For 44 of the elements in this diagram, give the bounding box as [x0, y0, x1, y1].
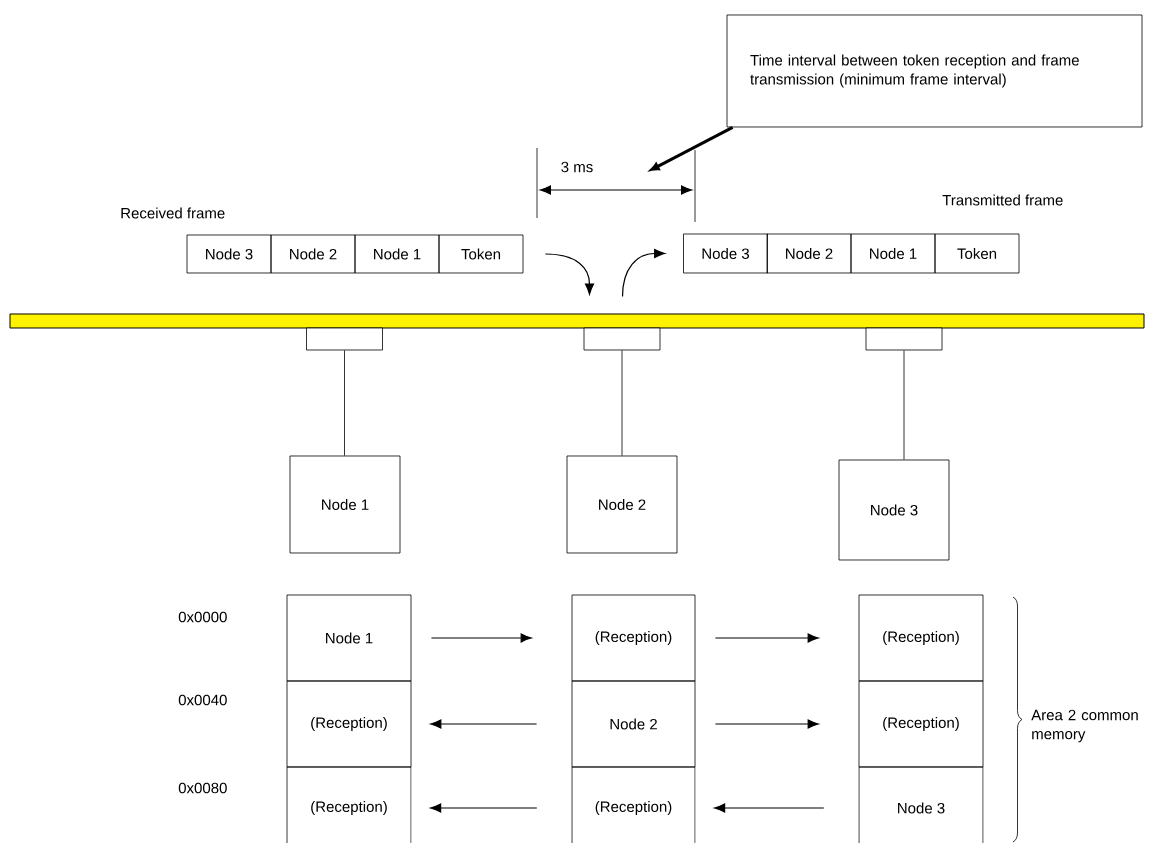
network-bus [9, 313, 1145, 329]
node-box: Node 1 [289, 455, 401, 554]
brace-label: Area 2 common memory [1031, 709, 1138, 743]
memory-cell: Node 1 [286, 594, 412, 682]
memory-cell: Node 3 [858, 766, 984, 843]
memory-cell: (Reception) [571, 766, 696, 843]
curved-arrow [544, 253, 595, 295]
frame-cell: Node 2 [766, 233, 852, 274]
connector-line [344, 350, 345, 456]
arrow [714, 719, 819, 729]
arrow [714, 803, 825, 813]
arrow [714, 633, 819, 643]
bus-connector [583, 327, 661, 351]
frame-cell: Node 1 [354, 234, 440, 274]
curved-arrow [621, 248, 666, 298]
connector-line [903, 350, 905, 460]
arrow [430, 633, 532, 643]
node-box: Node 2 [566, 455, 678, 554]
memory-cell: (Reception) [858, 594, 984, 682]
frame-label: Transmitted frame [942, 194, 1063, 206]
connector-line [621, 350, 623, 456]
frame-cell: Token [438, 234, 524, 274]
node-box: Node 3 [838, 459, 950, 561]
frame-cell: Node 3 [186, 234, 272, 274]
memory-cell: (Reception) [286, 680, 412, 768]
address-label: 0x0080 [178, 782, 227, 794]
bus-connector [865, 327, 943, 351]
arrow [430, 803, 538, 813]
dimension-label: 3 ms [561, 161, 593, 173]
arrow [430, 719, 538, 729]
frame-cell: Node 2 [270, 234, 356, 274]
memory-cell: (Reception) [858, 680, 984, 768]
frame-cell: Token [934, 233, 1020, 274]
frame-cell: Node 1 [850, 233, 936, 274]
callout-box: Time interval between token reception and frame transmission (minimum frame interval) [726, 14, 1143, 128]
address-label: 0x0000 [178, 611, 227, 623]
memory-cell: (Reception) [286, 766, 412, 843]
bus-connector [306, 327, 383, 351]
memory-cell: (Reception) [571, 594, 696, 682]
frame-label: Received frame [121, 207, 225, 219]
frame-cell: Node 3 [683, 233, 768, 274]
memory-cell: Node 2 [571, 680, 696, 768]
address-label: 0x0040 [178, 694, 227, 706]
leader-line [650, 126, 734, 171]
